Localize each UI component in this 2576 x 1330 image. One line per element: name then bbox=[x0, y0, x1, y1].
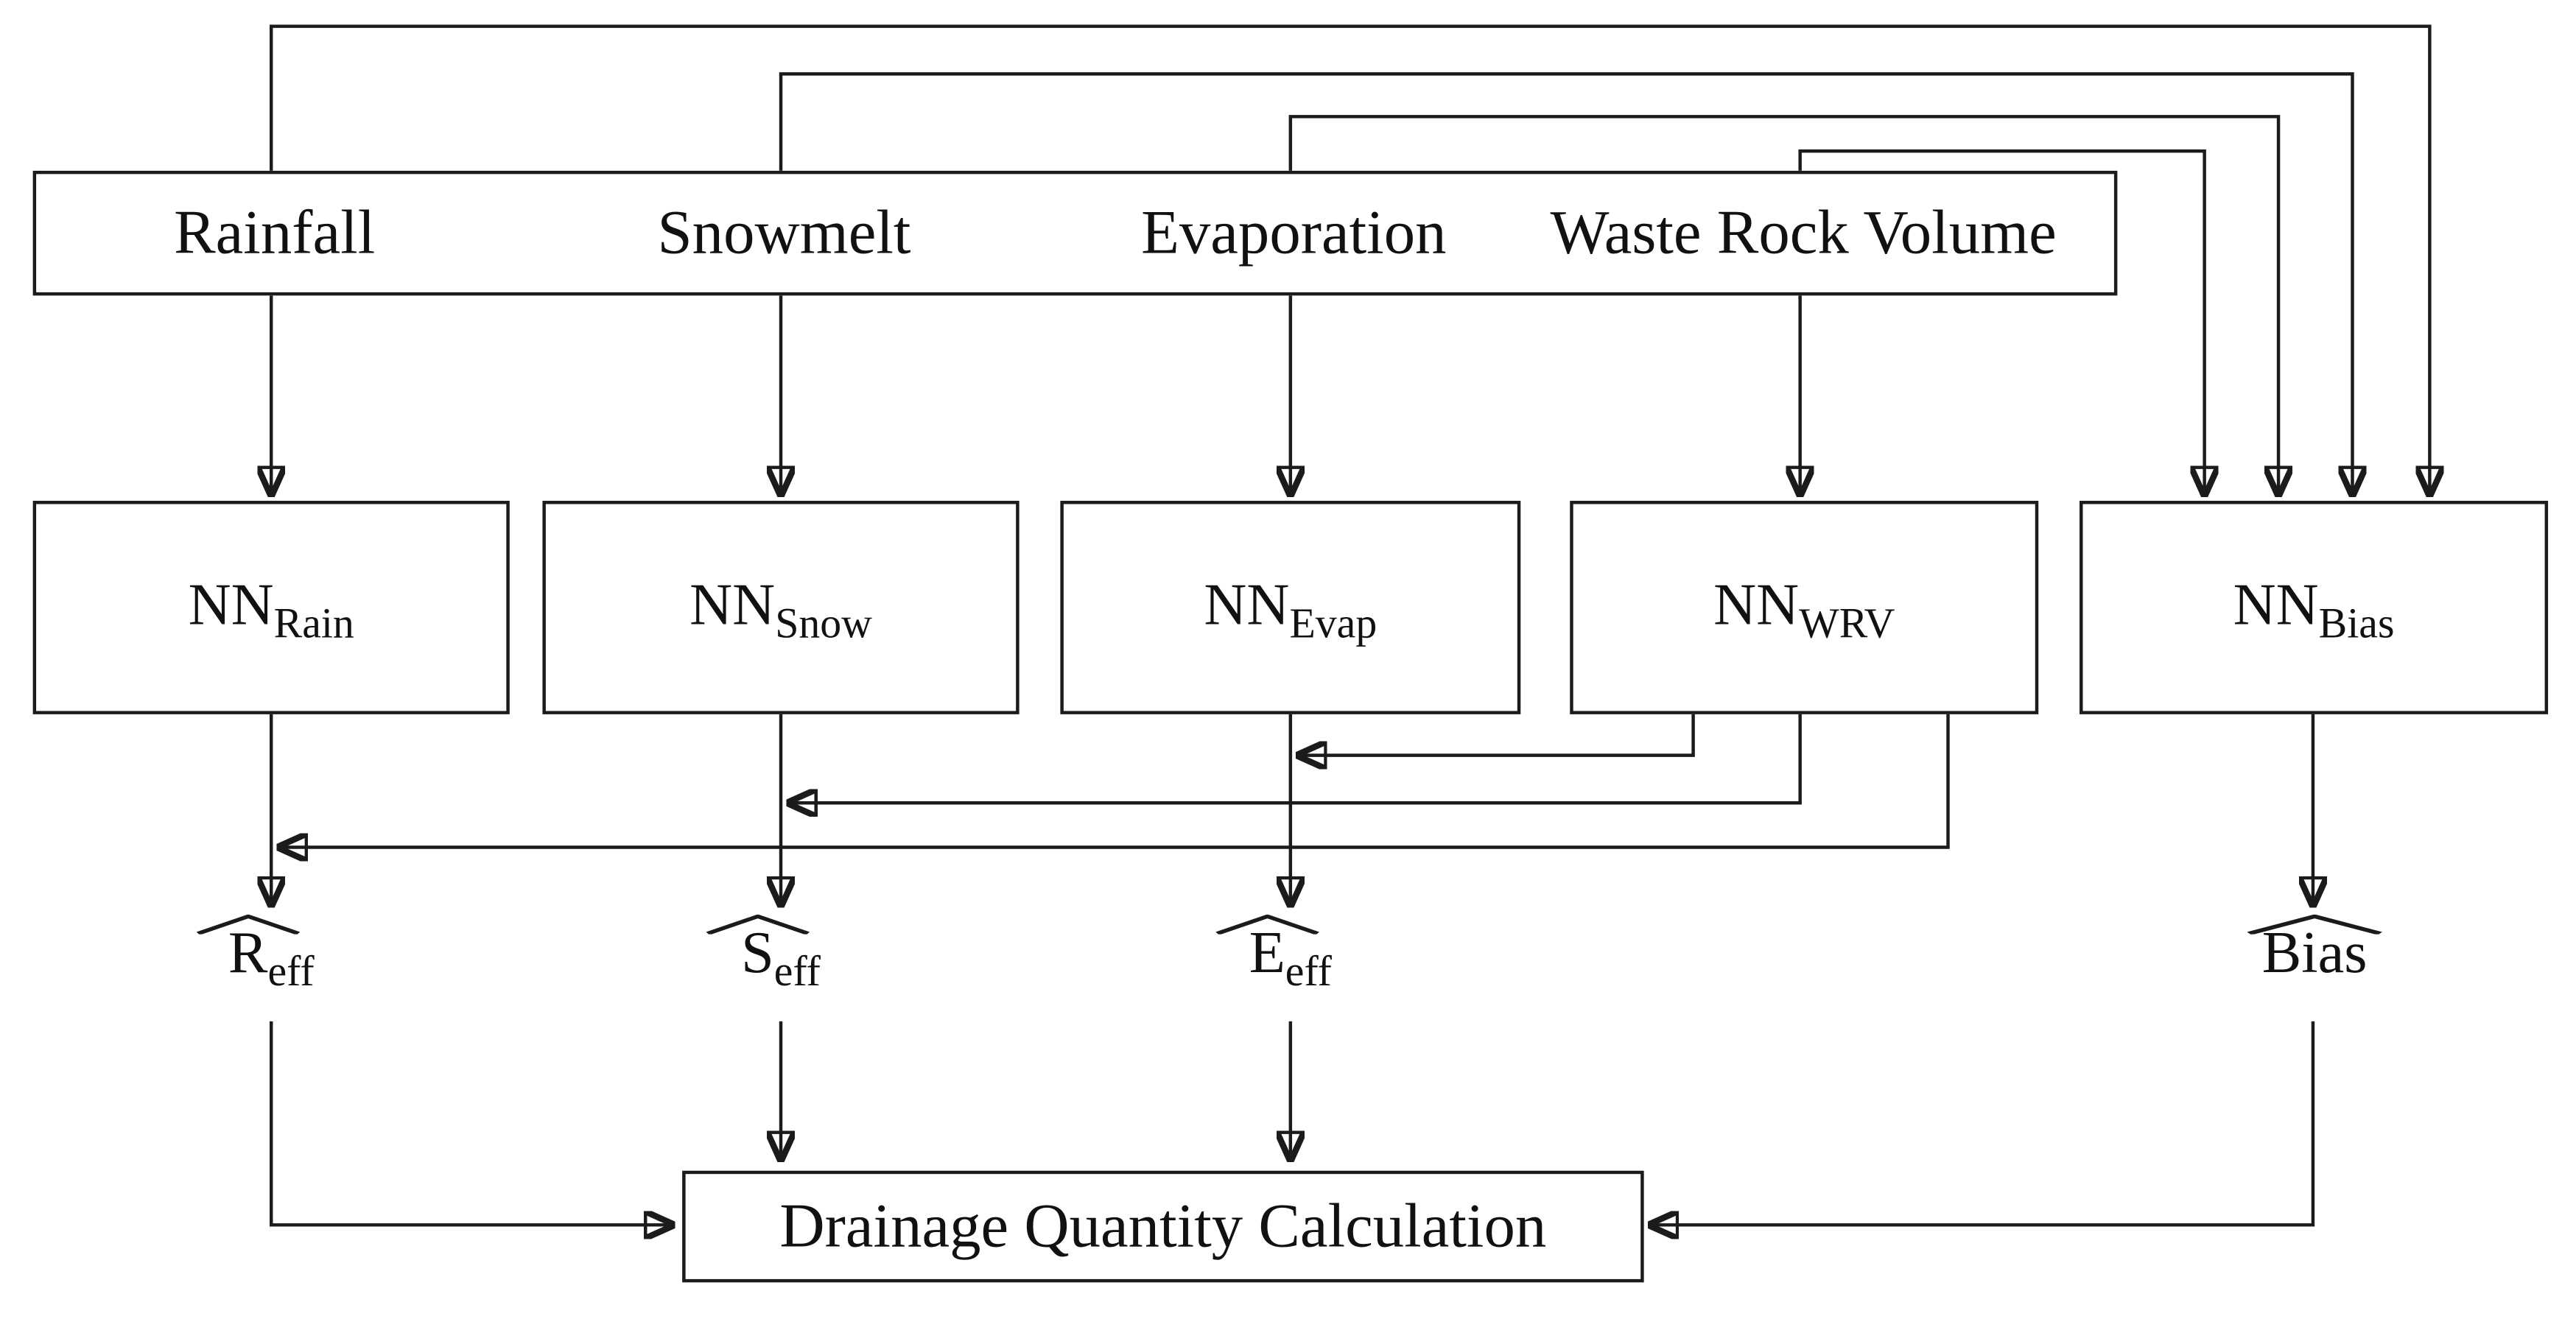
widehat-icon bbox=[194, 914, 301, 935]
output-label-e-eff: Eeff bbox=[1109, 914, 1471, 993]
edge-evaporation-to-nn-bias bbox=[1288, 115, 2278, 493]
nn-wrv-label: NNWRV bbox=[1713, 571, 1895, 647]
edge-rainfall-to-nn-bias bbox=[269, 24, 2429, 493]
edge-nn-wrv-to-r-eff-line bbox=[281, 714, 1950, 848]
output-label-bias: Bias bbox=[2134, 914, 2496, 993]
edge-bias-to-drainage bbox=[1652, 1021, 2315, 1225]
input-label-snowmelt: Snowmelt bbox=[657, 197, 911, 267]
widehat-icon bbox=[1214, 914, 1321, 935]
nn-rain-box: NNRain bbox=[32, 501, 510, 714]
edge-r-eff-to-drainage bbox=[269, 1021, 670, 1225]
hatted-symbol: S bbox=[706, 914, 810, 982]
nn-snow-box: NNSnow bbox=[542, 501, 1019, 714]
nn-bias-label: NNBias bbox=[2233, 571, 2395, 647]
input-label-evaporation: Evaporation bbox=[1141, 197, 1447, 267]
nn-bias-box: NNBias bbox=[2080, 501, 2549, 714]
drainage-quantity-box: Drainage Quantity Calculation bbox=[682, 1170, 1644, 1283]
edge-nn-wrv-to-e-eff-line bbox=[1300, 714, 1695, 756]
hatted-symbol: E bbox=[1215, 914, 1319, 982]
output-label-r-eff: Reff bbox=[91, 914, 452, 993]
widehat-icon bbox=[2245, 914, 2384, 935]
edge-wrv-to-nn-bias bbox=[1798, 149, 2205, 493]
nn-snow-label: NNSnow bbox=[689, 571, 872, 647]
nn-rain-label: NNRain bbox=[188, 571, 354, 647]
hatted-symbol: Bias bbox=[2247, 914, 2382, 982]
nn-wrv-box: NNWRV bbox=[1570, 501, 2039, 714]
nn-evap-box: NNEvap bbox=[1060, 501, 1521, 714]
nn-evap-label: NNEvap bbox=[1204, 571, 1378, 647]
input-label-rainfall: Rainfall bbox=[174, 197, 376, 267]
widehat-icon bbox=[704, 914, 811, 935]
edge-nn-wrv-to-s-eff-line bbox=[790, 714, 1802, 803]
input-label-waste-rock-volume: Waste Rock Volume bbox=[1550, 197, 2057, 267]
inputs-box: Rainfall Snowmelt Evaporation Waste Rock… bbox=[32, 170, 2118, 296]
hatted-symbol: R bbox=[196, 914, 300, 982]
edge-snowmelt-to-nn-bias bbox=[779, 72, 2352, 493]
output-label-s-eff: Seff bbox=[600, 914, 962, 993]
drainage-quantity-label: Drainage Quantity Calculation bbox=[779, 1192, 1547, 1262]
